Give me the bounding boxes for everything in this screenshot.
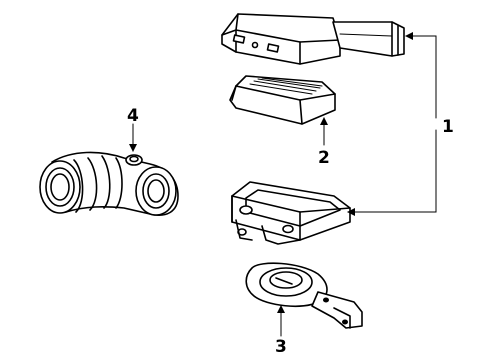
air-filter-element [229, 75, 336, 125]
leader-1-upper [405, 32, 437, 119]
intake-duct [39, 151, 179, 216]
air-cleaner-base [231, 181, 351, 245]
callout-3: 3 [275, 337, 287, 357]
leader-lines [129, 32, 437, 337]
air-cleaner-cover [221, 13, 405, 65]
mounting-bracket [245, 262, 363, 329]
leader-1-lower [347, 129, 437, 216]
callout-1: 1 [442, 117, 454, 137]
callout-4: 4 [127, 106, 139, 126]
callout-2: 2 [318, 148, 330, 168]
